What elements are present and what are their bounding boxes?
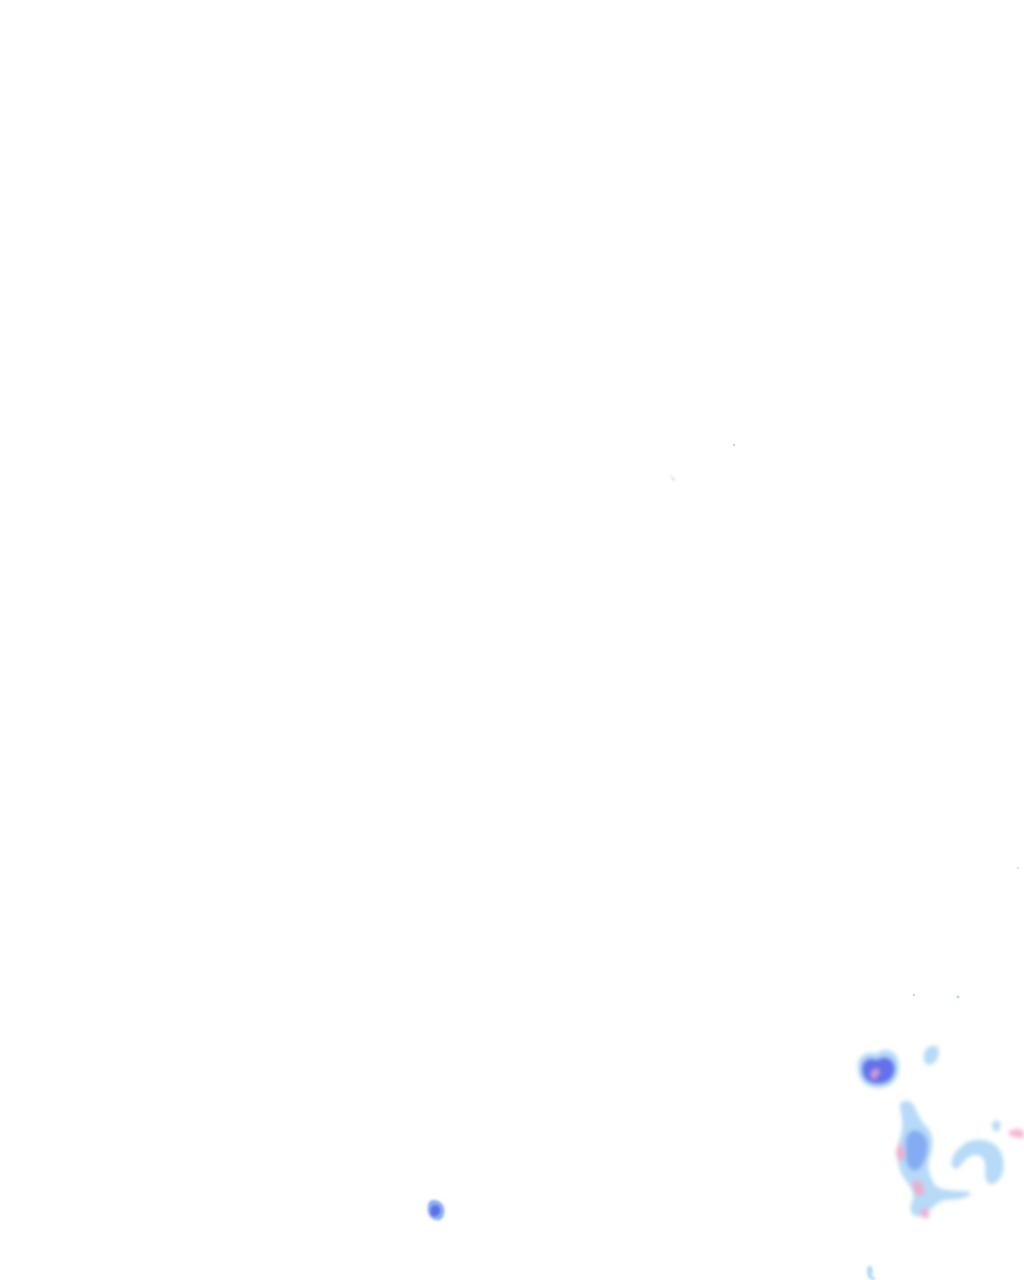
precip-cell-upper xyxy=(857,1049,900,1088)
precip-patch-ne xyxy=(923,1045,939,1065)
precip-speck-right xyxy=(912,867,1019,999)
precip-band-east xyxy=(951,1120,1024,1185)
precip-cluster-lower xyxy=(896,1100,971,1219)
precip-speck-top xyxy=(670,444,735,481)
precip-speck-bottom xyxy=(866,1265,876,1280)
precip-cell-sw xyxy=(427,1199,445,1221)
